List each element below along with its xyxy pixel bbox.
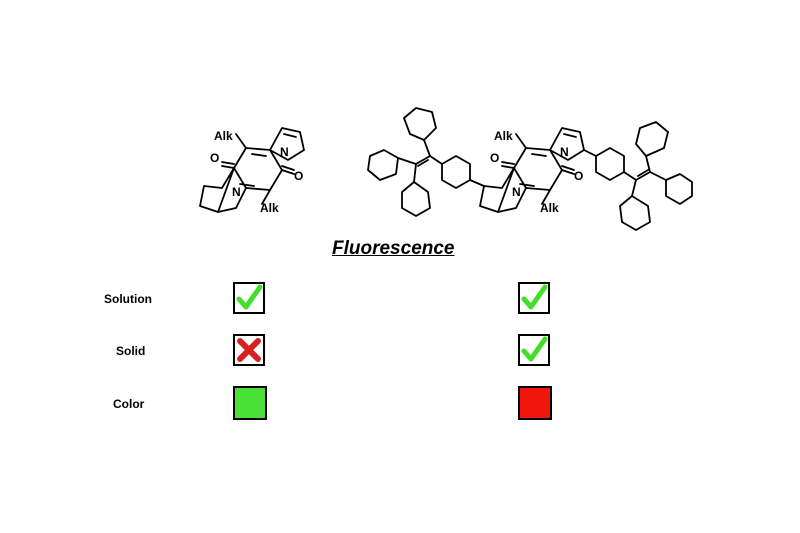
oxygen-label: O: [294, 169, 303, 183]
right-molecule-labels: Alk Alk N N O O: [490, 129, 583, 215]
alkyl-label: Alk: [494, 129, 513, 143]
alkyl-label: Alk: [214, 129, 233, 143]
right-molecule: [367, 107, 693, 231]
left-molecule-labels: Alk Alk N N O O: [210, 129, 303, 215]
solution-left-checkbox: [233, 282, 265, 314]
oxygen-label: O: [490, 151, 499, 165]
solution-right-checkbox: [518, 282, 550, 314]
check-mark-icon: [236, 284, 263, 310]
oxygen-label: O: [210, 151, 219, 165]
nitrogen-label: N: [280, 145, 289, 159]
alkyl-label: Alk: [540, 201, 559, 215]
fluorescence-heading: Fluorescence: [332, 238, 455, 259]
color-swatch-right: [518, 386, 552, 420]
nitrogen-label: N: [512, 185, 521, 199]
cross-mark-icon: [237, 338, 261, 362]
left-molecule: [199, 127, 305, 213]
solid-left-checkbox: [233, 334, 265, 366]
nitrogen-label: N: [232, 185, 241, 199]
row-label-solid: Solid: [116, 344, 146, 358]
solid-right-checkbox: [518, 334, 550, 366]
row-label-color: Color: [113, 397, 145, 411]
check-mark-icon: [521, 284, 548, 310]
row-label-solution: Solution: [104, 292, 152, 306]
check-mark-icon: [521, 336, 548, 362]
alkyl-label: Alk: [260, 201, 279, 215]
nitrogen-label: N: [560, 145, 569, 159]
color-swatch-left: [233, 386, 267, 420]
oxygen-label: O: [574, 169, 583, 183]
